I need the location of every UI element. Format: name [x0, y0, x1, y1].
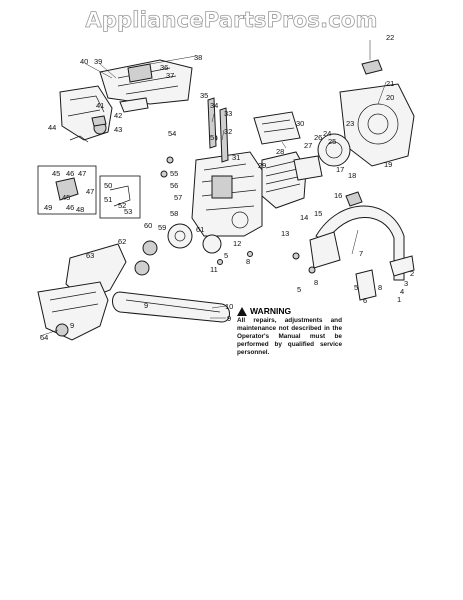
callout-58: 58	[170, 209, 178, 218]
callout-11: 11	[210, 265, 218, 274]
callout-45: 45	[52, 169, 60, 178]
callout-45b: 45	[62, 193, 70, 202]
callout-15: 15	[314, 209, 322, 218]
warning-triangle-icon	[237, 306, 247, 316]
callout-54: 54	[168, 129, 176, 138]
warning-text: All repairs, adjustments and maintenance…	[237, 317, 342, 356]
callout-10: 10	[225, 302, 233, 311]
callout-53: 53	[124, 207, 132, 216]
callout-27: 27	[304, 141, 312, 150]
engine-crankcase	[191, 151, 263, 237]
callout-36: 36	[160, 63, 168, 72]
saw-chain	[134, 260, 150, 276]
leader-lines	[39, 40, 387, 337]
trigger-inset	[37, 165, 141, 219]
callout-29: 29	[258, 161, 266, 170]
callout-63: 63	[86, 251, 94, 260]
warning-title: WARNING	[237, 306, 342, 316]
callout-23: 23	[346, 119, 354, 128]
guide-bar	[112, 291, 230, 323]
callout-25: 25	[328, 137, 336, 146]
warning-notice: WARNING All repairs, adjustments and mai…	[237, 306, 342, 357]
callout-8c: 8	[378, 283, 382, 292]
callout-64: 64	[40, 333, 48, 342]
flywheel-coil	[293, 133, 351, 181]
callout-28: 28	[276, 147, 284, 156]
callout-52: 52	[118, 201, 126, 210]
handle-bracket-parts	[309, 231, 415, 301]
callout-40: 40	[80, 57, 88, 66]
clutch-sprocket	[142, 223, 222, 256]
callout-2: 2	[410, 269, 414, 278]
watermark: AppliancePartsPros.com	[85, 8, 378, 33]
rear-handle-housing	[59, 85, 113, 141]
small-hardware	[160, 97, 316, 274]
callout-50: 50	[104, 181, 112, 190]
callout-33: 33	[224, 109, 232, 118]
callout-44: 44	[48, 123, 56, 132]
callout-9b: 9	[144, 301, 148, 310]
callout-49: 49	[44, 203, 52, 212]
callout-32: 32	[224, 127, 232, 136]
callout-16: 16	[334, 191, 342, 200]
callout-17: 17	[336, 165, 344, 174]
callout-14: 14	[300, 213, 308, 222]
callout-numbers: 1 2 3 4 5 6 7 8 9 10 11 12 13 14 15 16 1…	[40, 33, 414, 342]
front-handle	[315, 191, 405, 281]
callout-4: 4	[400, 287, 404, 296]
callout-3: 3	[404, 279, 408, 288]
callout-8: 8	[314, 278, 318, 287]
muffler-assembly	[253, 111, 301, 145]
callout-39: 39	[94, 57, 102, 66]
callout-61: 61	[196, 225, 204, 234]
callout-31: 31	[232, 153, 240, 162]
callout-12: 12	[233, 239, 241, 248]
callout-41: 41	[96, 101, 104, 110]
callout-1: 1	[397, 295, 401, 304]
callout-5c: 5	[354, 283, 358, 292]
callout-9c: 9	[70, 321, 74, 330]
callout-24: 24	[323, 129, 331, 138]
callout-47: 47	[78, 169, 86, 178]
callout-59: 59	[158, 223, 166, 232]
callout-7: 7	[359, 249, 363, 258]
callout-5d: 5	[210, 133, 214, 142]
callout-19: 19	[384, 160, 392, 169]
callout-46b: 46	[66, 203, 74, 212]
callout-38: 38	[194, 53, 202, 62]
callout-20: 20	[386, 93, 394, 102]
callout-46: 46	[66, 169, 74, 178]
callout-62: 62	[118, 237, 126, 246]
callout-51: 51	[104, 195, 112, 204]
callout-18: 18	[348, 171, 356, 180]
callout-34: 34	[210, 101, 218, 110]
callout-13: 13	[281, 229, 289, 238]
callout-35: 35	[200, 91, 208, 100]
callout-57: 57	[174, 193, 182, 202]
callout-48: 48	[76, 205, 84, 214]
callout-56: 56	[170, 181, 178, 190]
callout-9: 9	[227, 314, 231, 323]
callout-37: 37	[166, 71, 174, 80]
top-cover-assembly	[99, 59, 193, 105]
callout-30: 30	[296, 119, 304, 128]
callout-5: 5	[297, 285, 301, 294]
callout-47b: 47	[86, 187, 94, 196]
callout-43: 43	[114, 125, 122, 134]
callout-6: 6	[363, 296, 367, 305]
throttle-parts	[69, 97, 149, 143]
callout-22: 22	[386, 33, 394, 42]
callout-55: 55	[170, 169, 178, 178]
callout-21: 21	[386, 79, 394, 88]
starter-housing	[339, 59, 415, 167]
callout-60: 60	[144, 221, 152, 230]
callout-42: 42	[114, 111, 122, 120]
callout-5b: 5	[224, 251, 228, 260]
callout-26: 26	[314, 133, 322, 142]
chain-brake-handguard	[37, 243, 127, 341]
callout-8b: 8	[246, 257, 250, 266]
warning-title-text: WARNING	[250, 306, 292, 316]
